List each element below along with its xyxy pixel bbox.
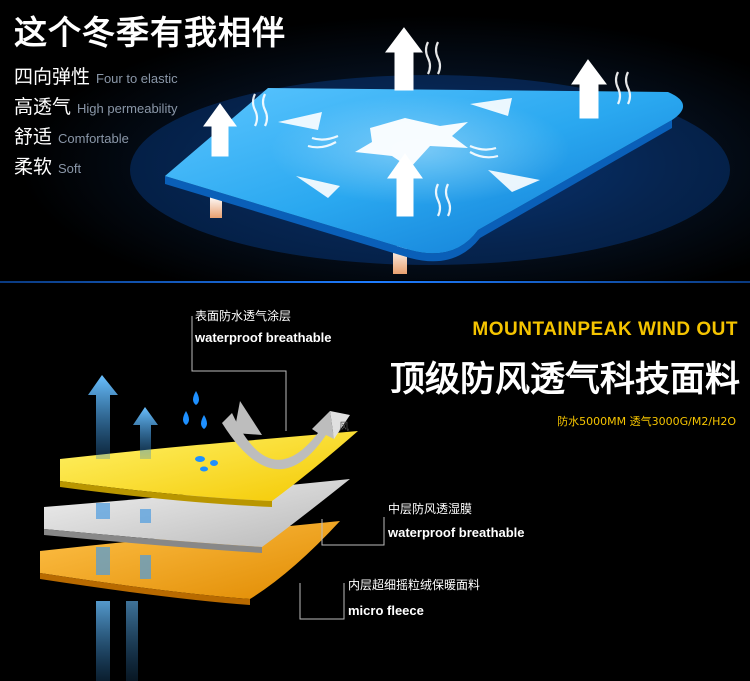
section-divider: [0, 281, 750, 283]
vapor-arrows: [88, 375, 158, 681]
arrow-up-icon: [133, 407, 158, 459]
feature-item: 高透气 High permeability: [14, 92, 177, 119]
stretch-mat-illustration: [130, 27, 730, 274]
wind-label: 风: [339, 422, 349, 433]
arrow-up-icon: [203, 103, 237, 157]
arrow-down-left-icon: [296, 176, 340, 198]
fabric-layers-panel: 风 表面防水透气涂层 waterproof breathable MOUNTAI…: [0, 283, 750, 681]
leader-lines: [191, 316, 385, 620]
fabric-title: 顶级防风透气科技面料: [389, 360, 740, 400]
layer-label-en: waterproof breathable: [195, 330, 332, 345]
arrow-up-icon: [387, 153, 423, 217]
stretch-cross-icon: [355, 118, 468, 168]
feature-item: 四向弹性 Four to elastic: [14, 62, 178, 89]
feature-en: Soft: [58, 161, 82, 176]
elastic-panel: 这个冬季有我相伴 四向弹性 Four to elastic 高透气 High p…: [0, 0, 750, 280]
spec-line: 防水5000MM 透气3000G/M2/H2O: [557, 415, 736, 428]
feature-item: 舒适 Comfortable: [14, 122, 129, 149]
fabric-layers-illustration: [40, 316, 385, 681]
brand-name: MOUNTAINPEAK WIND OUT: [472, 319, 738, 340]
water-drop-icon: [183, 391, 218, 472]
feature-cn: 舒适: [14, 126, 53, 148]
arrow-up-icon: [88, 375, 118, 459]
feature-en: High permeability: [77, 101, 178, 116]
layer-label-cn: 表面防水透气涂层: [195, 309, 292, 323]
wind-arrow-icon: [222, 401, 350, 470]
outer-coating-layer: [60, 431, 358, 507]
feature-cn: 柔软: [14, 156, 53, 178]
arrow-up-right-icon: [470, 98, 512, 116]
layer-label-en: waterproof breathable: [388, 525, 525, 540]
layer-label-cn: 中层防风透湿膜: [388, 502, 473, 516]
feature-item: 柔软 Soft: [14, 152, 81, 179]
arrow-up-icon: [571, 59, 607, 119]
arrow-right-icon: [488, 170, 540, 192]
arrow-left-icon: [278, 112, 322, 130]
layer-label-cn: 内层超细摇粒绒保暖面料: [348, 578, 481, 592]
feature-cn: 高透气: [14, 96, 72, 118]
feature-en: Comfortable: [58, 131, 129, 146]
headline: 这个冬季有我相伴: [14, 13, 286, 52]
feature-en: Four to elastic: [96, 71, 178, 86]
mat-leg: [210, 196, 222, 218]
layer-label-en: micro fleece: [348, 603, 424, 618]
feature-cn: 四向弹性: [14, 66, 91, 88]
arrow-up-icon: [385, 27, 423, 91]
